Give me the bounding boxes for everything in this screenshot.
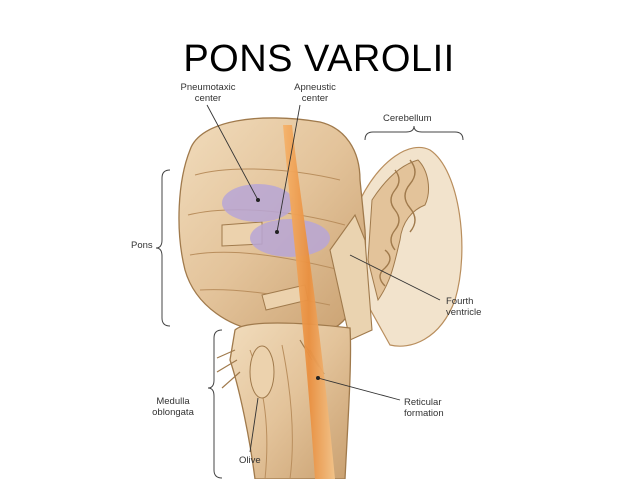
medulla-bracket	[207, 329, 223, 479]
label-pneumotaxic-center: Pneumotaxic center	[172, 82, 244, 104]
pons-bracket	[155, 169, 171, 327]
label-olive: Olive	[239, 455, 261, 466]
label-line: Apneustic	[294, 82, 336, 93]
pons-shape	[178, 117, 367, 333]
label-line: Medulla	[156, 396, 190, 407]
cerebellum-shape	[359, 146, 463, 347]
label-line: ventricle	[446, 307, 482, 318]
label-cerebellum: Cerebellum	[383, 113, 432, 124]
cerebellum-bracket	[364, 125, 464, 141]
label-line: oblongata	[152, 407, 194, 418]
label-line: formation	[404, 408, 444, 419]
label-pons: Pons	[131, 240, 153, 251]
label-line: Pneumotaxic	[180, 82, 236, 93]
label-line: Fourth	[446, 296, 474, 307]
reticular-formation-shape	[283, 125, 335, 479]
label-reticular-formation: Reticular formation	[404, 397, 444, 419]
label-medulla-oblongata: Medulla oblongata	[140, 396, 206, 418]
leader-lines	[206, 104, 441, 453]
fourth-ventricle-shape	[329, 213, 373, 341]
page-title: PONS VAROLII	[183, 38, 455, 80]
label-fourth-ventricle: Fourth ventricle	[446, 296, 481, 318]
label-line: center	[194, 93, 222, 104]
label-line: Reticular	[404, 397, 442, 408]
label-apneustic-center: Apneustic center	[284, 82, 346, 104]
label-line: center	[301, 93, 329, 104]
